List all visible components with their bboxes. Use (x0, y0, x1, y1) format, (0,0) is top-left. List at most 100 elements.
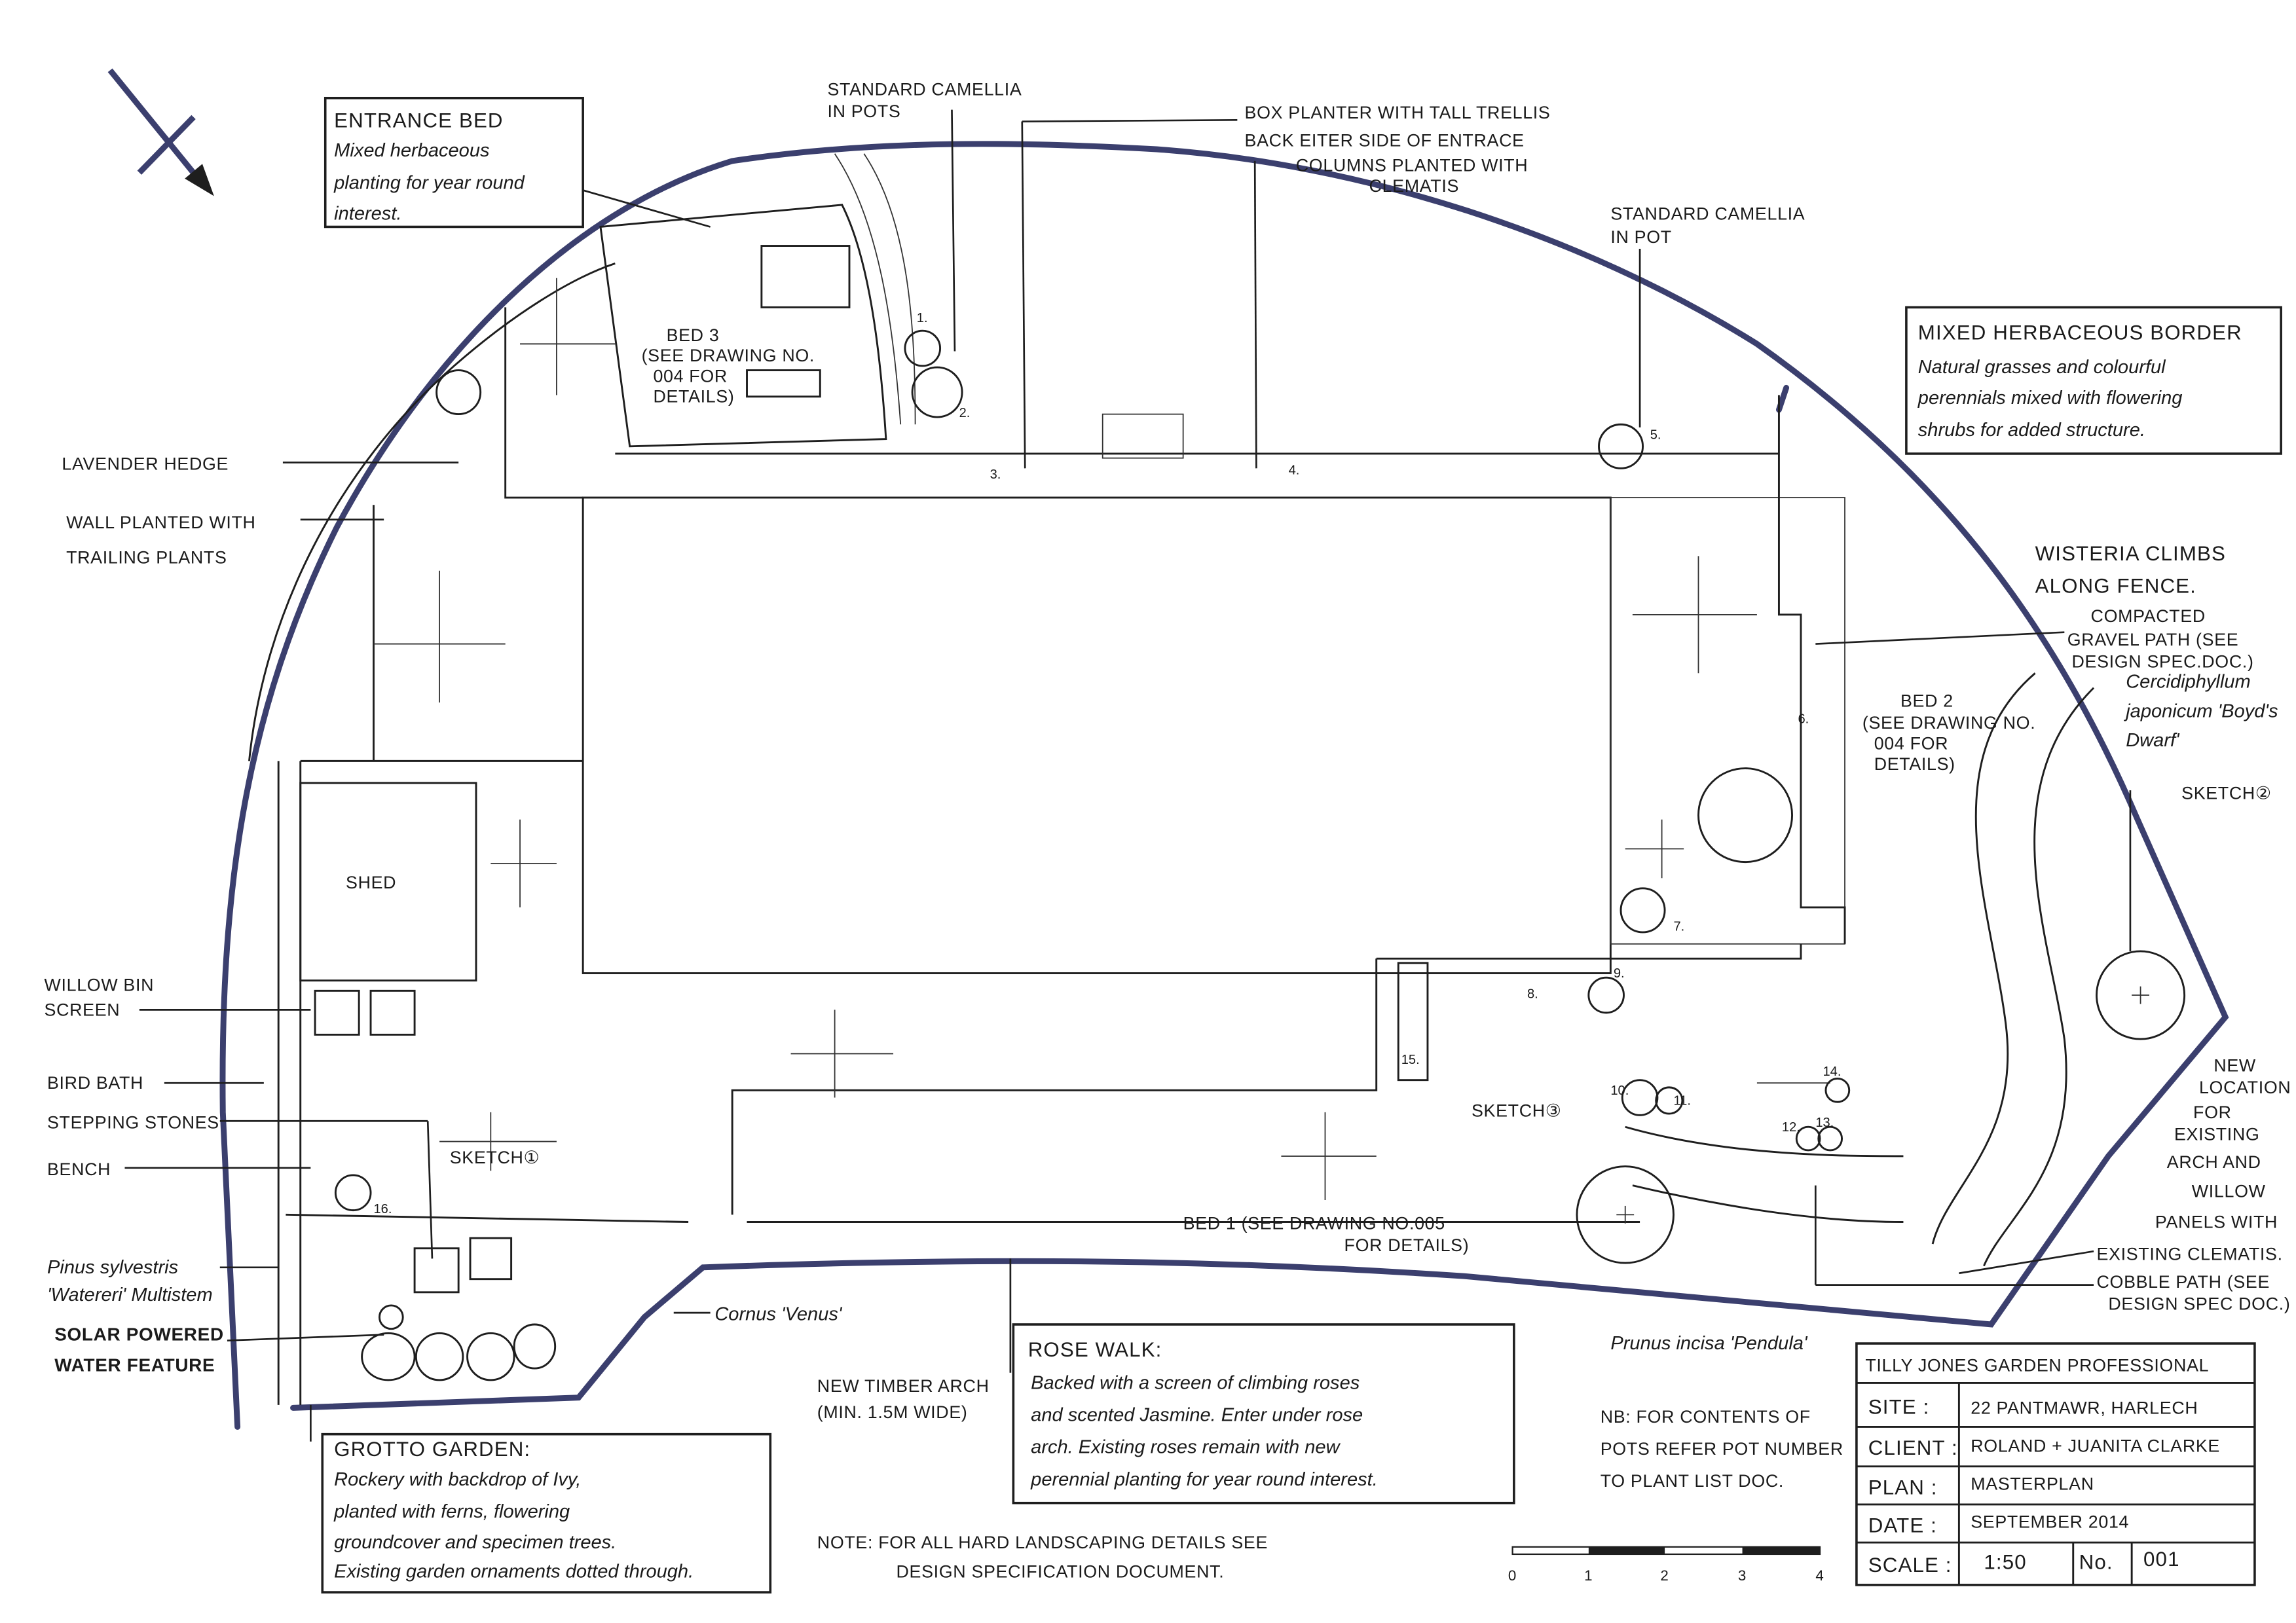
gravel-path-label: COMPACTED (2091, 606, 2206, 626)
cobble-path-label: DESIGN SPEC DOC.) (2108, 1294, 2290, 1314)
bed3-title: BED 3 (667, 325, 720, 345)
scale-tick: 1 (1584, 1567, 1592, 1584)
entrance-bed-text: planting for year round (333, 172, 525, 193)
entrance-bed-text: Mixed herbaceous (334, 140, 489, 161)
scale-tick: 0 (1508, 1567, 1516, 1584)
plan-value: MASTERPLAN (1971, 1474, 2094, 1494)
lavender-hedge-label: LAVENDER HEDGE (62, 454, 229, 474)
pot-11: 11. (1673, 1094, 1690, 1108)
new-location-line: PANELS WITH (2155, 1212, 2278, 1231)
rose-walk-title: ROSE WALK: (1028, 1338, 1162, 1361)
wisteria-label: ALONG FENCE. (2035, 574, 2196, 597)
site-boundary (219, 141, 2229, 1430)
mixed-border-note (1905, 306, 2282, 455)
rose-walk-text: arch. Existing roses remain with new (1031, 1437, 1341, 1458)
patio (1610, 497, 1845, 945)
client-value: ROLAND + JUANITA CLARKE (1971, 1436, 2220, 1455)
new-location-line: EXISTING (2174, 1124, 2260, 1144)
patio-table (1697, 767, 1794, 864)
pinus-label: 'Watereri' Multistem (47, 1285, 213, 1305)
wall-planted-label: TRAILING PLANTS (66, 548, 227, 568)
cercidiphyllum-label: Cercidiphyllum (2126, 672, 2250, 693)
timber-arch-label: (MIN. 1.5M WIDE) (817, 1402, 968, 1422)
grotto-title: GROTTO GARDEN: (334, 1438, 530, 1461)
pot-14: 14. (1823, 1065, 1841, 1079)
grotto-text: planted with ferns, flowering (333, 1501, 570, 1522)
wall-planted-label: WALL PLANTED WITH (66, 513, 256, 532)
company-name: TILLY JONES GARDEN PROFESSIONAL (1865, 1356, 2209, 1376)
prunus-label: Prunus incisa 'Pendula' (1610, 1333, 1808, 1354)
entrance-bed-title: ENTRANCE BED (334, 109, 503, 132)
pot-1: 1. (917, 311, 928, 325)
grotto-garden-note (321, 1432, 772, 1594)
client-label: CLIENT : (1868, 1436, 1958, 1459)
bed1-label: BED 1 (SEE DRAWING NO.005 (1183, 1214, 1445, 1233)
hard-landscaping-note: NOTE: FOR ALL HARD LANDSCAPING DETAILS S… (817, 1533, 1268, 1552)
prunus-tree-icon (1576, 1165, 1675, 1264)
north-arrow-icon (107, 68, 214, 196)
cornus-label: Cornus 'Venus' (714, 1304, 843, 1324)
pot-7: 7. (1673, 920, 1684, 934)
bed3-ref: (SEE DRAWING NO. (642, 346, 815, 365)
willow-bin-label: SCREEN (45, 1000, 120, 1019)
pots (334, 329, 1851, 1212)
bed2-title: BED 2 (1900, 691, 1953, 711)
willow-bin-label: WILLOW BIN (45, 975, 155, 994)
date-value: SEPTEMBER 2014 (1971, 1512, 2129, 1532)
pot-15: 15. (1401, 1053, 1420, 1067)
site-value: 22 PANTMAWR, HARLECH (1971, 1398, 2198, 1417)
camellia-pots-label: STANDARD CAMELLIA (827, 79, 1022, 99)
shed-label: SHED (346, 873, 396, 892)
plan-label: PLAN : (1868, 1476, 1938, 1499)
new-location-line: LOCATION (2199, 1078, 2291, 1097)
gravel-path (1931, 672, 2095, 1267)
scale-value: 1:50 (1984, 1550, 2026, 1573)
pot-5: 5. (1650, 428, 1661, 443)
date-label: DATE : (1868, 1514, 1937, 1537)
wisteria-label: WISTERIA CLIMBS (2035, 542, 2226, 565)
bed3-ref2: 004 FOR (653, 366, 727, 386)
scale-label: SCALE : (1868, 1554, 1952, 1577)
entrance-bed-note (324, 96, 584, 228)
grotto-text: Rockery with backdrop of Ivy, (334, 1469, 581, 1490)
scale-tick: 4 (1815, 1567, 1823, 1584)
water-feature-label: SOLAR POWERED (54, 1324, 224, 1345)
leader-lines (124, 109, 2132, 1442)
rose-walk-text: Backed with a screen of climbing roses (1031, 1372, 1360, 1393)
drawing-no-label: No. (2079, 1550, 2113, 1573)
hard-landscaping-note: DESIGN SPECIFICATION DOCUMENT. (897, 1562, 1225, 1582)
cobble-path-label: COBBLE PATH (SEE (2097, 1272, 2270, 1292)
pot-12: 12. (1782, 1120, 1800, 1135)
site-label: SITE : (1868, 1395, 1930, 1418)
grotto-rockery (361, 1237, 557, 1381)
water-feature-label: WATER FEATURE (54, 1355, 215, 1376)
pot-6: 6. (1798, 712, 1809, 726)
new-location-line: FOR (2193, 1103, 2232, 1122)
scale-tick: 2 (1660, 1567, 1668, 1584)
timber-arch-label: NEW TIMBER ARCH (817, 1376, 990, 1396)
grotto-text: Existing garden ornaments dotted through… (334, 1561, 694, 1582)
stepping-stones-label: STEPPING STONES (47, 1112, 219, 1132)
paving-grid (373, 278, 1830, 1200)
shed (299, 782, 477, 982)
bench-label: BENCH (47, 1159, 111, 1179)
pot-10: 10. (1610, 1084, 1629, 1098)
sketch-3-marker: SKETCH③ (1472, 1101, 1562, 1121)
new-location-line: WILLOW (2192, 1182, 2266, 1201)
nb-note: POTS REFER POT NUMBER (1601, 1439, 1843, 1459)
sketch-2-marker: SKETCH② (2181, 783, 2272, 803)
cercidiphyllum-tree-icon (2096, 950, 2186, 1040)
sketch-1-marker: SKETCH① (450, 1148, 540, 1167)
entrance-bed-text: interest. (334, 203, 401, 224)
pot-4: 4. (1289, 463, 1300, 477)
nb-note: TO PLANT LIST DOC. (1601, 1471, 1784, 1491)
rose-walk-text: and scented Jasmine. Enter under rose (1031, 1405, 1363, 1426)
pot-13: 13. (1815, 1116, 1834, 1130)
mixed-border-text: perennials mixed with flowering (1917, 388, 2183, 409)
box-planter-label: CLEMATIS (1369, 176, 1459, 196)
cercidiphyllum-label: Dwarf' (2126, 730, 2180, 751)
pot-3: 3. (990, 467, 1001, 482)
new-location-line: ARCH AND (2167, 1152, 2261, 1172)
pot-9: 9. (1614, 966, 1625, 981)
pinus-label: Pinus sylvestris (47, 1257, 178, 1278)
